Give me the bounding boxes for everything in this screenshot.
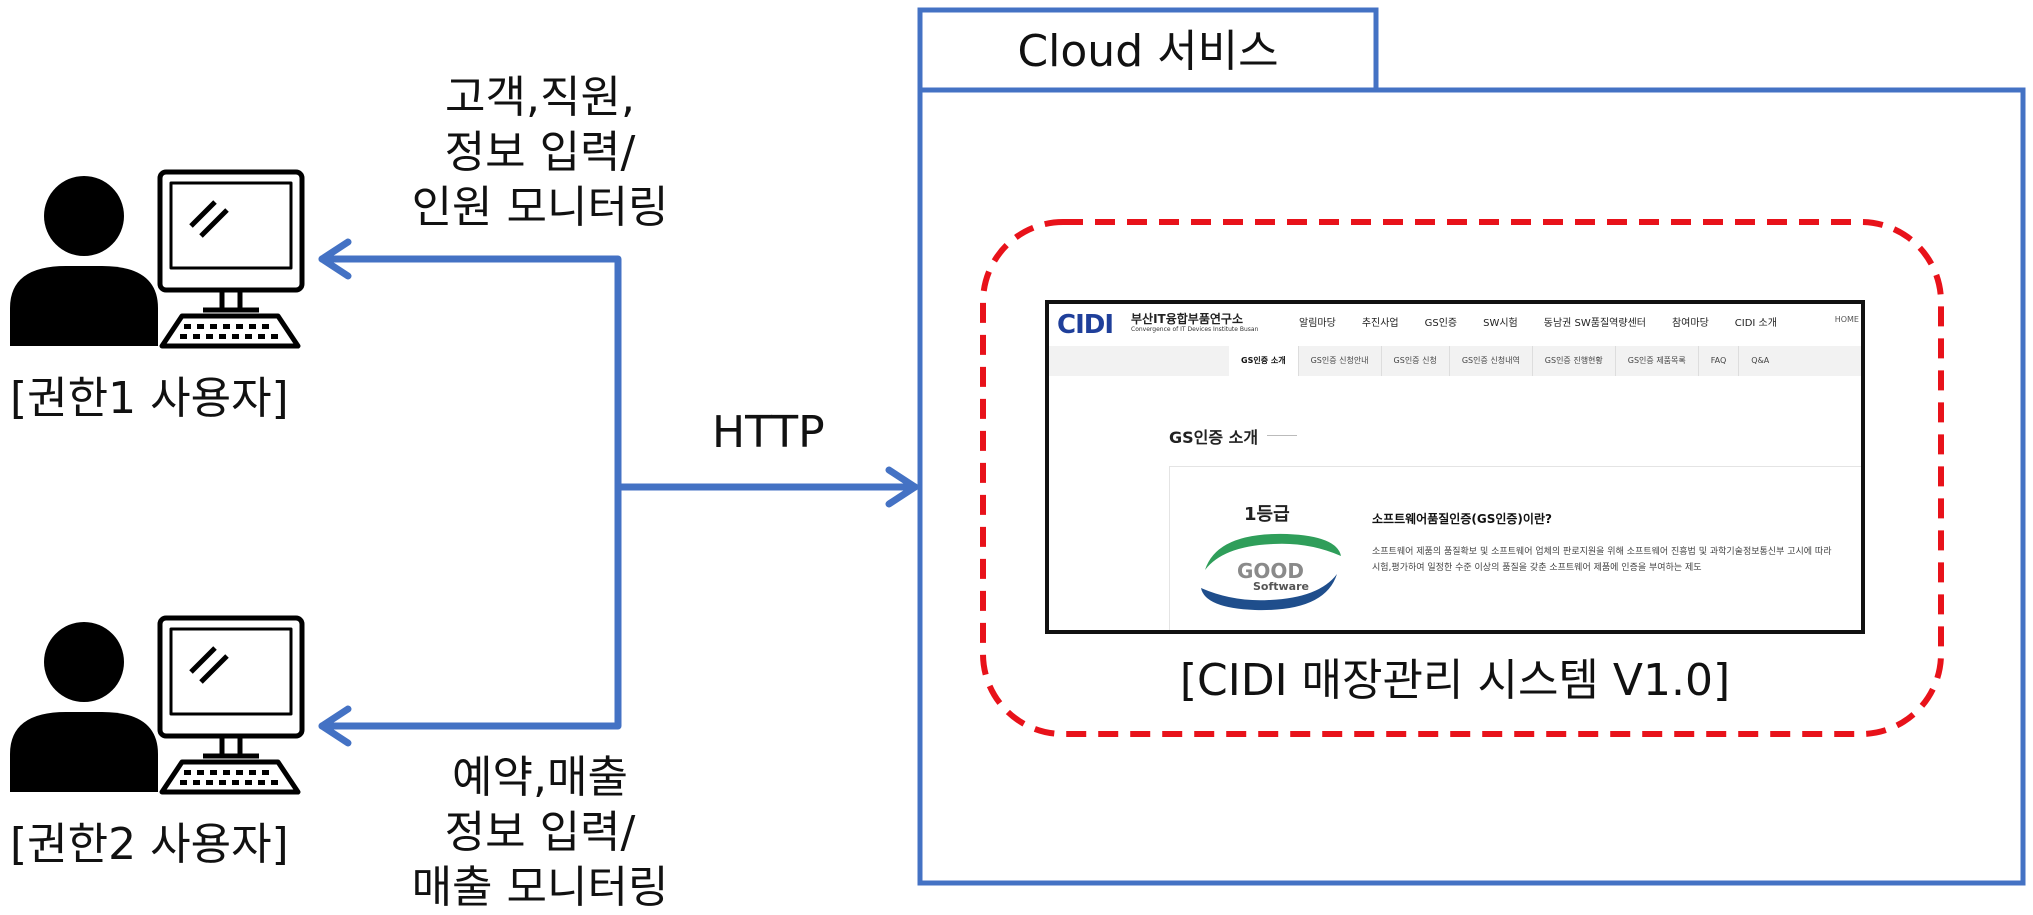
protocol-label: HTTP	[712, 407, 825, 458]
content-box	[1169, 466, 1861, 630]
badge-arc-top	[1205, 533, 1341, 570]
good-software-badge-icon: GOOD Software	[1201, 533, 1341, 611]
menu-item[interactable]: 추진사업	[1361, 318, 1399, 329]
content-description-line2: 시험,평가하여 일정한 수준 이상의 품질을 갖춘 소프트웨어 제품에 인증을 …	[1372, 563, 1702, 573]
menu-item[interactable]: 알림마당	[1299, 318, 1336, 329]
subnav-tab[interactable]: GS인증 제품목록	[1614, 346, 1698, 376]
cloud-container	[917, 87, 2026, 886]
arrowhead-user1	[318, 238, 352, 280]
system-boundary	[980, 219, 1944, 737]
user-computer-icon	[10, 615, 305, 795]
bottom-flow-line2: 정보 입력/	[444, 807, 636, 858]
logo-mark: CIDI	[1057, 310, 1114, 340]
person-head-icon	[44, 622, 124, 702]
top-flow-line3: 인원 모니터링	[411, 182, 669, 233]
cloud-tab-box	[917, 7, 1379, 93]
bottom-flow-line1: 예약,매출	[452, 752, 628, 803]
badge-software-text: Software	[1253, 580, 1309, 593]
logo-korean-name: 부산IT융합부품연구소	[1131, 312, 1244, 326]
sub-navigation: GS인증 소개 GS인증 신청안내 GS인증 신청 GS인증 신청내역 GS인증…	[1049, 346, 1861, 376]
user1-label: [권한1 사용자]	[10, 373, 289, 424]
top-flow-line1: 고객,직원,	[445, 72, 635, 123]
content-title: 소프트웨어품질인증(GS인증)이란?	[1372, 512, 1552, 526]
system-label: [CIDI 매장관리 시스템 V1.0]	[1179, 655, 1731, 706]
arrowhead-user2	[318, 705, 352, 747]
site-header: CIDI 부산IT융합부품연구소 Convergence of IT Devic…	[1049, 304, 1861, 344]
menu-item[interactable]: GS인증	[1424, 318, 1458, 329]
person-body-icon	[10, 266, 158, 346]
website-screenshot: CIDI 부산IT융합부품연구소 Convergence of IT Devic…	[1045, 300, 1865, 634]
subnav-tab-active[interactable]: GS인증 소개	[1229, 346, 1298, 376]
site-logo[interactable]: CIDI 부산IT융합부품연구소 Convergence of IT Devic…	[1057, 308, 1258, 340]
subnav-tab[interactable]: GS인증 진행현황	[1531, 346, 1615, 376]
subnav-tab[interactable]: FAQ	[1697, 346, 1739, 376]
subnav-tab[interactable]: GS인증 신청안내	[1297, 346, 1381, 376]
subnav-tab[interactable]: Q&A	[1738, 346, 1781, 376]
arrowhead-cloud	[885, 466, 919, 508]
main-menu: 알림마당 추진사업 GS인증 SW시험 동남권 SW품질역량센터 참여마당 CI…	[1299, 314, 1777, 329]
menu-item[interactable]: SW시험	[1483, 318, 1518, 329]
title-rule	[1267, 435, 1297, 436]
bottom-flow-line3: 매출 모니터링	[411, 862, 669, 913]
home-link[interactable]: HOME	[1834, 315, 1859, 324]
grade-label: 1등급	[1244, 504, 1290, 525]
top-flow-line2: 정보 입력/	[444, 127, 636, 178]
menu-item[interactable]: 참여마당	[1671, 318, 1709, 329]
badge-good-text: GOOD	[1237, 559, 1304, 583]
line-to-user1	[318, 255, 622, 491]
keyboard-keys-icon	[180, 324, 278, 339]
bottom-flow-label: 예약,매출 정보 입력/ 매출 모니터링	[380, 750, 700, 915]
user2-label: [권한2 사용자]	[10, 819, 289, 870]
top-flow-label: 고객,직원, 정보 입력/ 인원 모니터링	[380, 70, 700, 235]
monitor-icon	[157, 169, 305, 349]
subnav-tab[interactable]: GS인증 신청내역	[1448, 346, 1532, 376]
menu-item[interactable]: CIDI 소개	[1734, 318, 1777, 329]
menu-item[interactable]: 동남권 SW품질역량센터	[1543, 318, 1646, 329]
keyboard-keys-icon	[180, 770, 278, 785]
line-to-user2	[318, 483, 622, 730]
user-computer-icon	[10, 169, 305, 349]
section-title: GS인증 소개	[1169, 428, 1259, 447]
badge-arc-bottom	[1201, 574, 1337, 611]
content-description-line1: 소프트웨어 제품의 품질확보 및 소프트웨어 업체의 판로지원을 위해 소프트웨…	[1372, 547, 1832, 557]
person-body-icon	[10, 712, 158, 792]
logo-english-name: Convergence of IT Devices Institute Busa…	[1131, 326, 1259, 333]
sub-navigation-items: GS인증 소개 GS인증 신청안내 GS인증 신청 GS인증 신청내역 GS인증…	[1229, 346, 1781, 376]
cloud-tab-label: Cloud 서비스	[1017, 26, 1279, 77]
subnav-tab[interactable]: GS인증 신청	[1380, 346, 1449, 376]
monitor-icon	[157, 615, 305, 795]
person-head-icon	[44, 176, 124, 256]
